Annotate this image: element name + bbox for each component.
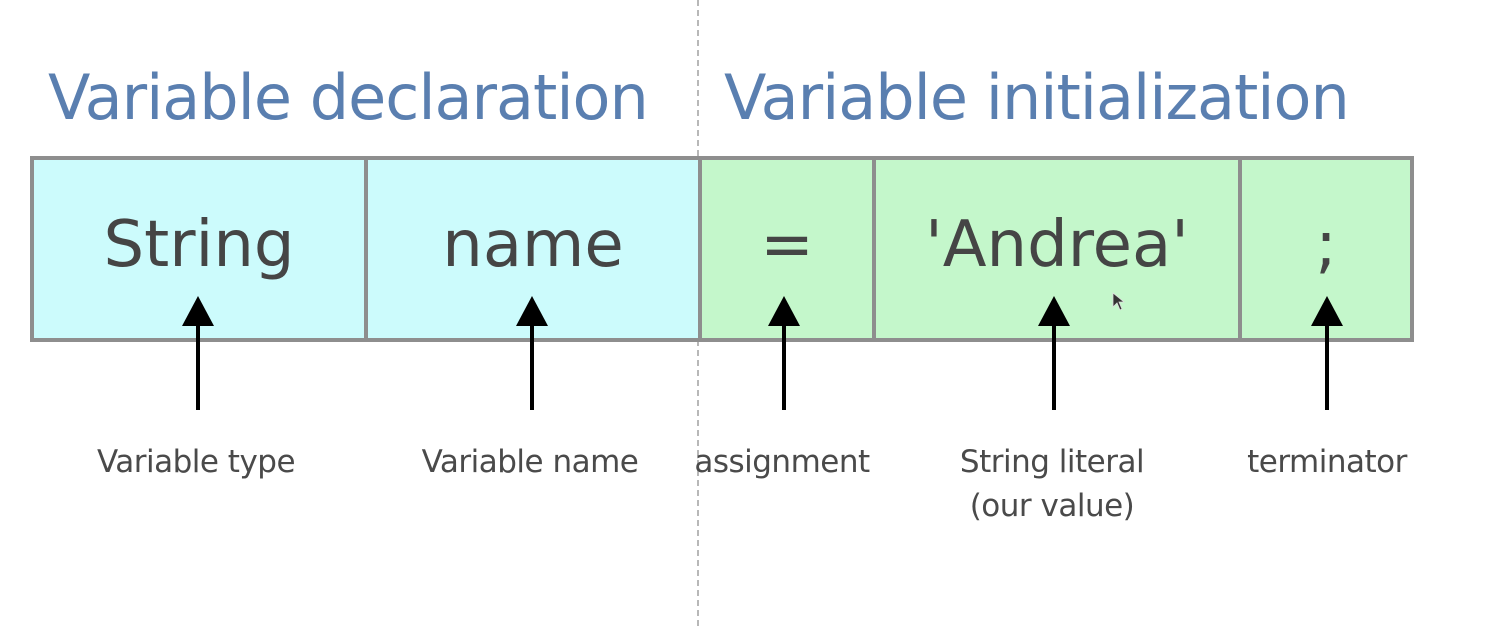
arrow-up-icon — [516, 296, 548, 410]
code-statement: String name = 'Andrea' ; — [30, 156, 1414, 342]
arrow-up-icon — [768, 296, 800, 410]
arrow-up-icon — [182, 296, 214, 410]
initialization-title: Variable initialization — [724, 61, 1350, 134]
label-assignment: assignment — [694, 444, 870, 480]
label-variable-type: Variable type — [96, 444, 296, 480]
declaration-title: Variable declaration — [48, 61, 649, 134]
label-variable-name: Variable name — [421, 444, 639, 480]
label-string-literal: String literal (our value) — [959, 444, 1145, 524]
label-terminator: terminator — [1247, 444, 1407, 480]
cursor-icon — [1112, 292, 1126, 311]
arrow-up-icon — [1038, 296, 1070, 410]
arrow-up-icon — [1311, 296, 1343, 410]
